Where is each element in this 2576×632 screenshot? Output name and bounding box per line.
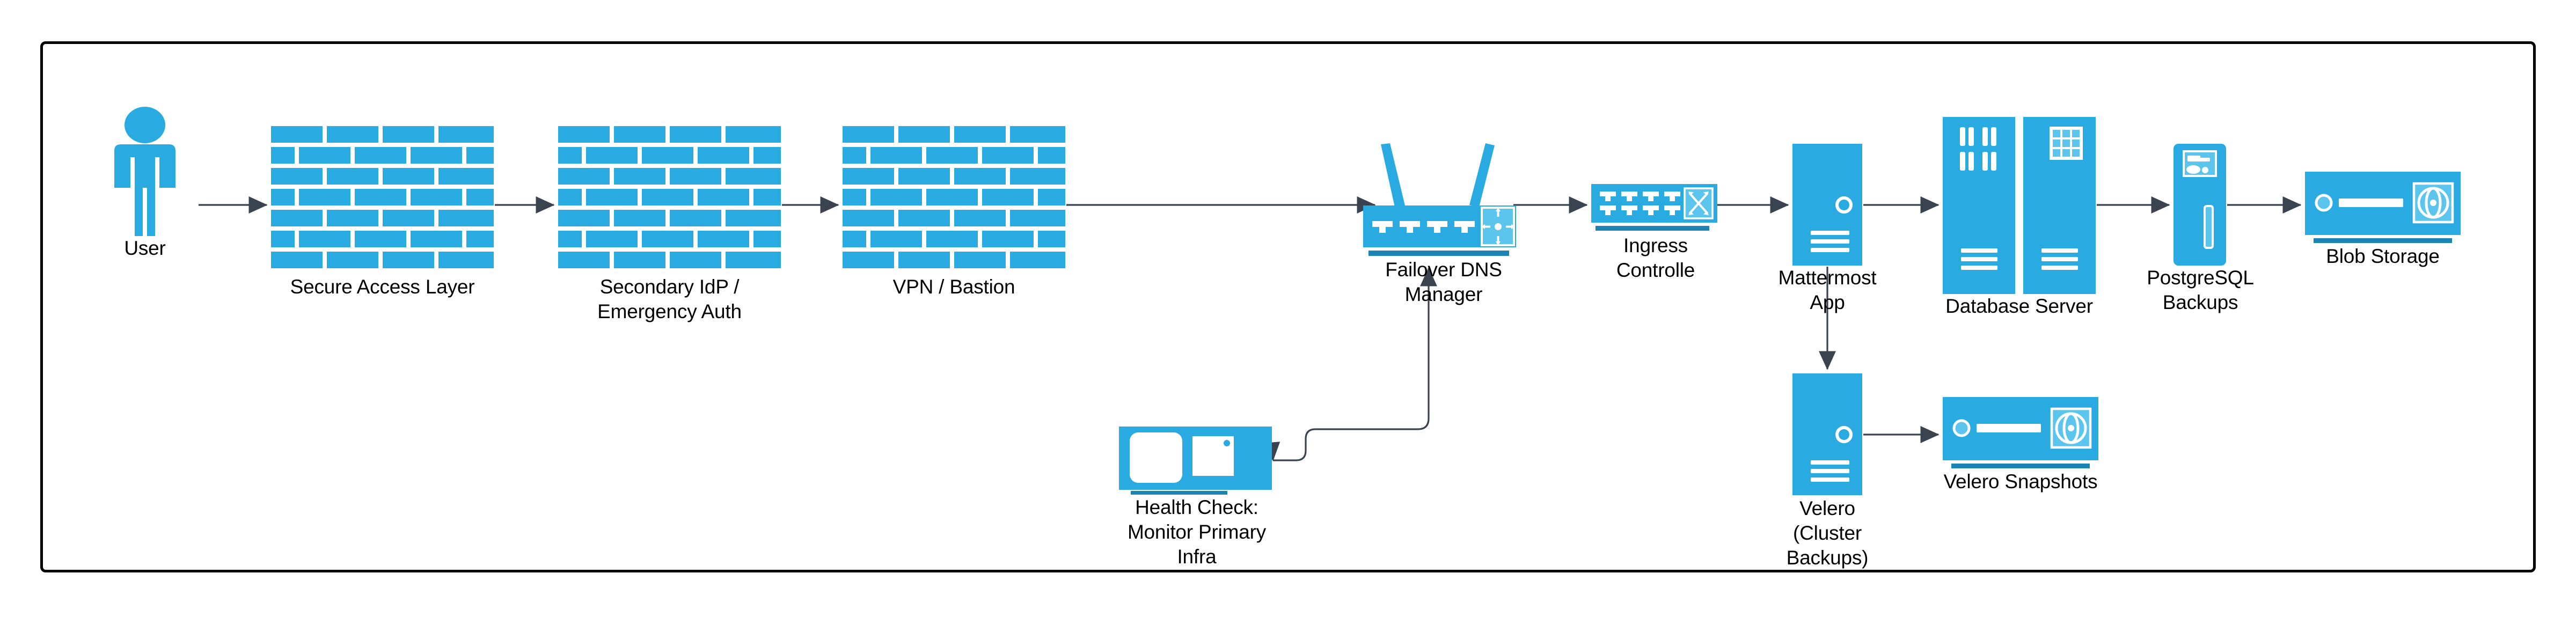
node-blob-storage[interactable]: Blob Storage [2305, 172, 2461, 267]
node-velero[interactable]: Velero (Cluster Backups) [1787, 373, 1869, 569]
node-vpn-bastion-label: VPN / Bastion [892, 276, 1015, 298]
node-postgres-backups[interactable]: PostgreSQL Backups [2147, 144, 2254, 313]
node-postgres-backups-label: PostgreSQL Backups [2147, 267, 2254, 313]
node-mattermost-label: Mattermost App [1778, 267, 1877, 313]
server-tower-icon [1792, 373, 1862, 495]
node-health-check[interactable]: Health Check: Monitor Primary Infra [1119, 427, 1272, 568]
node-velero-label: Velero (Cluster Backups) [1786, 497, 1869, 569]
node-ingress-label: Ingress Controlle [1616, 234, 1695, 281]
node-database-server[interactable]: Database Server [1943, 117, 2096, 317]
monitor-check-icon [1119, 427, 1272, 495]
server-tower-icon [1792, 144, 1862, 266]
firewall-icon [843, 126, 1065, 268]
node-velero-snapshots-label: Velero Snapshots [1943, 471, 2098, 493]
blob-storage-icon [1943, 397, 2098, 468]
firewall-icon [558, 126, 781, 268]
node-velero-snapshots[interactable]: Velero Snapshots [1943, 397, 2098, 493]
node-secure-access-label: Secure Access Layer [290, 276, 475, 298]
network-switch-icon [1591, 184, 1717, 231]
node-database-server-label: Database Server [1945, 295, 2093, 317]
node-secondary-idp[interactable]: Secondary IdP / Emergency Auth [558, 126, 781, 322]
node-ingress[interactable]: Ingress Controlle [1591, 184, 1717, 281]
node-failover-dns-label: Failover DNS Manager [1385, 259, 1502, 305]
node-failover-dns[interactable]: Failover DNS Manager [1363, 142, 1524, 305]
backup-tower-icon [2174, 144, 2226, 266]
node-user-label: User [124, 237, 166, 259]
blob-storage-icon [2305, 172, 2461, 243]
firewall-icon [271, 126, 494, 268]
node-user[interactable]: User [94, 105, 196, 259]
node-mattermost[interactable]: Mattermost App [1778, 144, 1877, 313]
node-vpn-bastion[interactable]: VPN / Bastion [843, 126, 1065, 298]
node-secondary-idp-label: Secondary IdP / Emergency Auth [597, 276, 742, 322]
database-rack-icon [1943, 117, 2096, 294]
node-secure-access[interactable]: Secure Access Layer [271, 126, 494, 298]
node-blob-storage-label: Blob Storage [2326, 245, 2440, 267]
wireless-router-icon [1363, 143, 1516, 256]
node-health-check-label: Health Check: Monitor Primary Infra [1127, 496, 1267, 568]
user-icon [114, 107, 175, 236]
diagram-boundary [40, 41, 2536, 572]
